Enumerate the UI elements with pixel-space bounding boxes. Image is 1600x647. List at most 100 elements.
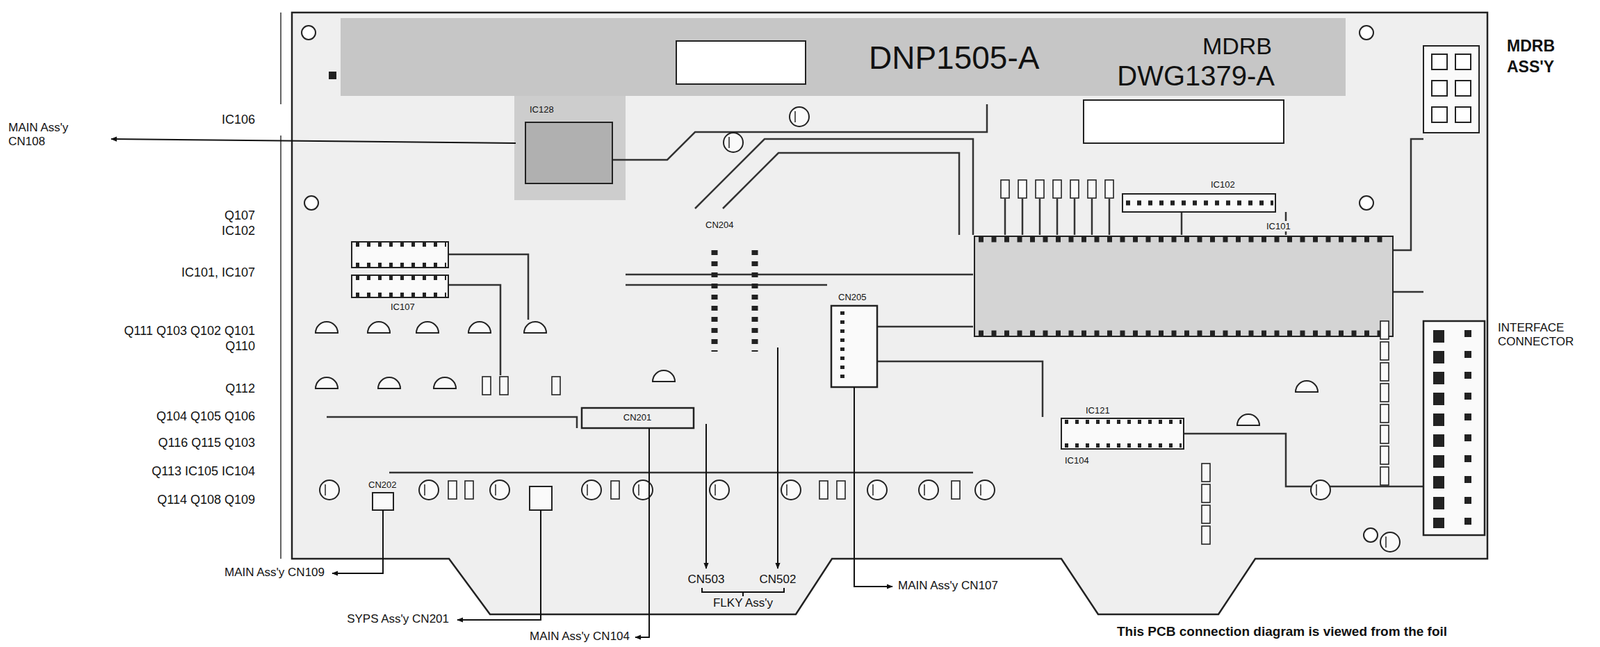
pcb-use xyxy=(468,321,491,333)
part-list: IC101, IC107 xyxy=(181,265,256,281)
pcb-use xyxy=(1052,180,1062,199)
pcb-circle xyxy=(1359,25,1374,40)
pcb-use xyxy=(1018,180,1027,199)
assembly-callout: MAIN Ass'y CN109 xyxy=(224,565,325,580)
part-ref: CN204 xyxy=(704,219,735,231)
pcb-rect xyxy=(974,236,1393,337)
pcb-use xyxy=(1201,463,1211,482)
part-list: Q107 xyxy=(224,208,256,224)
pcb-use xyxy=(433,377,456,389)
pcb-line xyxy=(355,275,447,281)
pcb-use xyxy=(378,377,401,389)
pcb-path xyxy=(280,12,282,559)
pcb-rect xyxy=(831,305,878,388)
pcb-path xyxy=(625,273,974,276)
pcb-use xyxy=(419,480,439,500)
board-marking: MDRB xyxy=(1202,31,1272,60)
pcb-rect xyxy=(1431,54,1448,70)
pcb-rect xyxy=(340,18,1346,96)
pcb-rect xyxy=(1423,45,1480,133)
part-list: IC106 xyxy=(221,112,256,128)
pcb-path xyxy=(448,254,529,320)
pcb-use xyxy=(819,480,828,500)
pcb-path xyxy=(326,417,577,429)
pcb-path xyxy=(625,284,828,287)
pcb-use xyxy=(367,321,390,333)
pcb-rect xyxy=(351,241,449,268)
part-list: Q110 xyxy=(225,339,256,354)
pcb-rect xyxy=(1455,107,1471,123)
pcb-use xyxy=(1295,380,1318,393)
caption-note: This PCB connection diagram is viewed fr… xyxy=(1116,624,1448,640)
pcb-rect xyxy=(1455,54,1471,70)
board-title: MDRB ASS'Y xyxy=(1506,36,1570,78)
part-list: Q111 Q103 Q102 Q101 xyxy=(124,323,256,339)
pcb-path xyxy=(705,423,707,569)
pcb-path xyxy=(1392,291,1424,294)
connector-callout: CN502 xyxy=(759,572,797,587)
pcb-rect xyxy=(1423,321,1485,536)
pcb-path xyxy=(777,347,779,569)
assembly-callout: MAIN Ass'y CN108 xyxy=(8,120,78,149)
part-list: IC102 xyxy=(221,223,256,239)
pcb-use xyxy=(918,480,939,500)
part-list: Q104 Q105 Q106 xyxy=(156,409,256,424)
pcb-use xyxy=(1380,425,1389,444)
part-ref: IC102 xyxy=(1209,179,1237,190)
pcb-use xyxy=(1035,180,1044,199)
pcb-rect xyxy=(676,41,806,85)
assembly-callout: MAIN Ass'y CN107 xyxy=(898,578,999,593)
pcb-use xyxy=(1380,532,1400,552)
pcb-path xyxy=(1005,198,1110,235)
pcb-use xyxy=(652,370,675,382)
pcb-use xyxy=(610,480,620,500)
pcb-use xyxy=(464,480,474,500)
pcb-use xyxy=(499,376,509,395)
part-ref: CN201 xyxy=(622,412,653,423)
pcb-use xyxy=(1380,446,1389,465)
assembly-callout: SYPS Ass'y CN201 xyxy=(346,612,450,627)
pcb-use xyxy=(1201,505,1211,524)
pcb-line xyxy=(355,242,447,247)
part-ref: CN202 xyxy=(366,479,398,491)
pcb-rect xyxy=(328,71,337,80)
pcb-use xyxy=(551,376,561,395)
pcb-rect xyxy=(1061,418,1184,450)
pcb-use xyxy=(1070,180,1079,199)
pcb-line xyxy=(840,311,845,383)
pcb-circle xyxy=(304,196,319,210)
pcb-line xyxy=(978,236,1391,243)
pcb-use xyxy=(1380,404,1389,423)
pcb-path xyxy=(701,588,785,597)
pcb-use xyxy=(1105,180,1114,199)
pcb-g xyxy=(326,104,1424,487)
assembly-callout: MAIN Ass'y CN104 xyxy=(529,629,630,644)
pcb-path xyxy=(635,428,650,638)
part-ref: IC128 xyxy=(528,104,556,115)
pcb-path xyxy=(448,284,501,376)
part-ref: IC101 xyxy=(1264,221,1293,232)
pcb-path xyxy=(612,104,987,160)
pcb-use xyxy=(315,321,338,333)
pcb-use xyxy=(789,107,810,127)
part-ref: CN205 xyxy=(836,291,868,303)
pcb-use xyxy=(416,321,439,333)
pcb-rect xyxy=(529,486,552,511)
pcb-rect xyxy=(514,95,626,201)
pcb-use xyxy=(1000,180,1010,199)
pcb-path xyxy=(722,152,960,235)
pcb-use xyxy=(1380,321,1389,340)
part-list: Q114 Q108 Q109 xyxy=(157,492,256,508)
pcb-path xyxy=(111,139,516,144)
pcb-use xyxy=(723,132,744,153)
pcb-circle xyxy=(1363,528,1378,543)
pcb-rect xyxy=(525,122,613,184)
pcb-use xyxy=(1201,484,1211,503)
pcb-line xyxy=(978,330,1391,338)
pcb-use xyxy=(709,480,730,500)
pcb-line xyxy=(752,250,759,352)
pcb-circle xyxy=(301,25,316,40)
pcb-rect xyxy=(1083,100,1284,144)
pcb-path xyxy=(854,387,893,587)
